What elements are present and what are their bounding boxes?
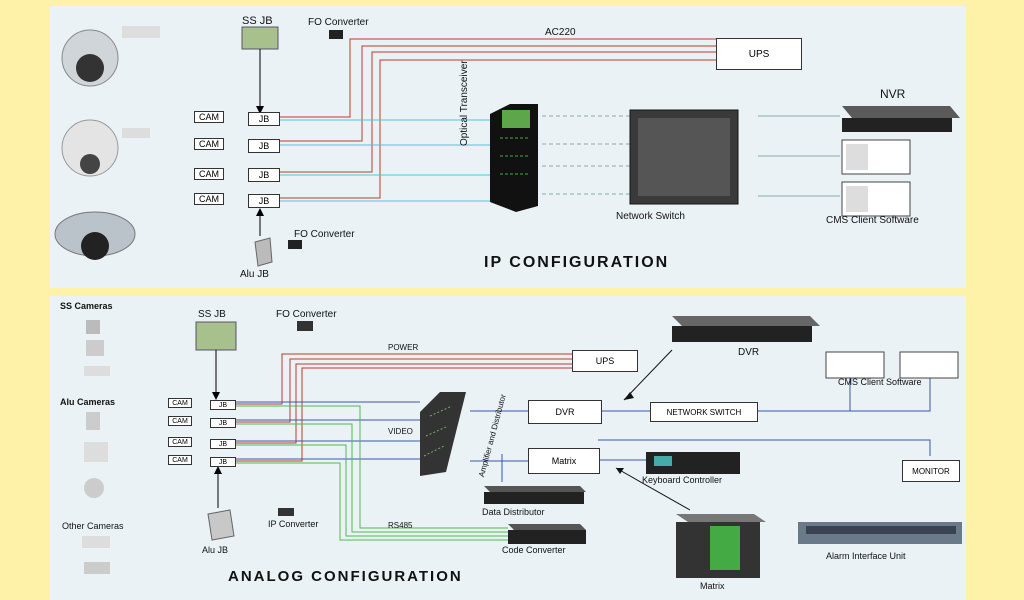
jb-box: JB <box>210 439 236 449</box>
fo-converter-icon-bottom <box>288 240 302 249</box>
dvr-device-label: DVR <box>738 347 760 358</box>
ss-jb-label: SS JB <box>198 309 226 320</box>
ss-cameras-label: SS Cameras <box>60 301 113 311</box>
jb-box: JB <box>248 194 280 208</box>
ip-converter-icon <box>278 508 294 516</box>
fo-converter-label-top: FO Converter <box>308 17 369 28</box>
ups-box: UPS <box>572 350 638 372</box>
ss-jb-label: SS JB <box>242 15 273 27</box>
power-label: POWER <box>388 343 419 352</box>
code-converter-label: Code Converter <box>502 545 566 555</box>
ip-converter-label: IP Converter <box>268 519 319 529</box>
cms-client-label: CMS Client Software <box>826 215 919 226</box>
nvr-label: NVR <box>880 87 906 101</box>
ptz-camera-2 <box>61 119 150 177</box>
dome-camera <box>54 211 136 260</box>
ip-wiring-diagram <box>54 26 960 267</box>
alu-jb-label: Alu JB <box>240 269 269 280</box>
fo-converter-icon <box>297 321 313 331</box>
video-label: VIDEO <box>388 427 413 436</box>
ip-configuration-panel: SS JB FO Converter AC220 UPS CAM JB CAM … <box>50 6 966 288</box>
keyboard-controller-device <box>646 452 740 474</box>
ss-camera-icons <box>84 320 110 376</box>
other-camera-icons <box>82 536 110 574</box>
optical-transceiver-label: Optical Transceiver <box>459 60 470 146</box>
jb-box: JB <box>210 400 236 410</box>
ptz-camera-1 <box>61 26 160 87</box>
ups-box: UPS <box>716 38 802 70</box>
monitor-box: MONITOR <box>902 460 960 482</box>
cms-monitor-b <box>899 351 959 379</box>
dvr-device <box>672 316 820 342</box>
alu-camera-icons <box>84 412 108 498</box>
network-switch-label: Network Switch <box>616 211 685 222</box>
alarm-interface-unit-label: Alarm Interface Unit <box>826 551 906 561</box>
jb-box: JB <box>248 112 280 126</box>
cms-monitor-2 <box>841 181 911 217</box>
jb-box: JB <box>248 168 280 182</box>
matrix-device-label: Matrix <box>700 581 725 591</box>
cam-box: CAM <box>194 111 224 123</box>
jb-box: JB <box>248 139 280 153</box>
analog-wiring-diagram <box>82 316 962 578</box>
optical-transceiver-device <box>490 104 538 212</box>
dvr-box: DVR <box>528 400 602 424</box>
cam-box: CAM <box>168 437 192 447</box>
cms-monitor-a <box>825 351 885 379</box>
matrix-device <box>676 514 766 578</box>
code-converter-device <box>508 524 586 544</box>
data-distributor-label: Data Distributor <box>482 507 545 517</box>
matrix-box: Matrix <box>528 448 600 474</box>
analog-configuration-title: ANALOG CONFIGURATION <box>228 568 463 585</box>
network-switch-box: NETWORK SWITCH <box>650 402 758 422</box>
fo-converter-label-bottom: FO Converter <box>294 229 355 240</box>
cms-monitor-1 <box>841 139 911 175</box>
cam-box: CAM <box>168 455 192 465</box>
cms-client-label: CMS Client Software <box>838 377 922 387</box>
fo-converter-label: FO Converter <box>276 309 337 320</box>
ip-configuration-title: IP CONFIGURATION <box>484 254 670 271</box>
other-cameras-label: Other Cameras <box>62 521 124 531</box>
cam-box: CAM <box>168 416 192 426</box>
ac220-label: AC220 <box>545 27 576 38</box>
keyboard-controller-label: Keyboard Controller <box>642 475 723 485</box>
cam-box: CAM <box>194 138 224 150</box>
data-distributor-device <box>484 486 586 504</box>
cam-box: CAM <box>168 398 192 408</box>
analog-configuration-panel: SS Cameras Alu Cameras Other Cameras SS … <box>50 296 966 600</box>
network-switch-device <box>629 109 739 205</box>
cam-box: CAM <box>194 168 224 180</box>
amplifier-distributor-device <box>420 392 466 476</box>
cam-box: CAM <box>194 193 224 205</box>
jb-box: JB <box>210 418 236 428</box>
alu-cameras-label: Alu Cameras <box>60 397 116 407</box>
alu-jb-label: Alu JB <box>202 545 229 555</box>
fo-converter-icon-top <box>329 30 343 39</box>
rs485-label: RS485 <box>388 521 413 530</box>
alarm-interface-unit-device <box>798 522 962 544</box>
jb-box: JB <box>210 457 236 467</box>
nvr-device <box>842 106 960 132</box>
